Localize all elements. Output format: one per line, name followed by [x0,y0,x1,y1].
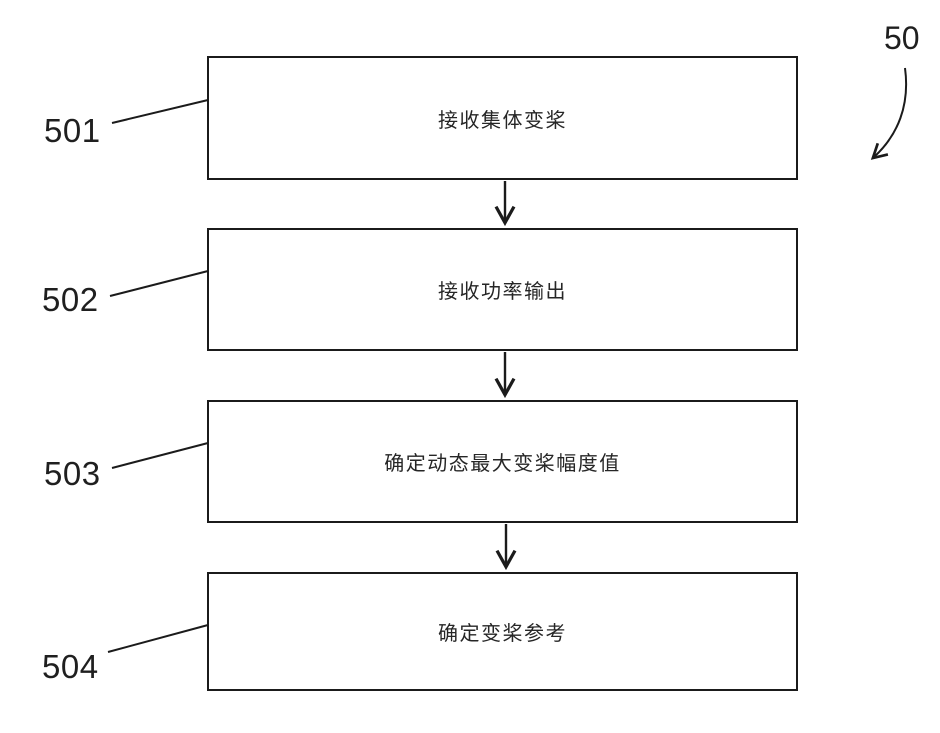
step-box-501: 接收集体变桨 [207,56,798,180]
leader-line-501 [111,99,209,124]
curved-arrow-50 [870,67,908,160]
step-box-502: 接收功率输出 [207,228,798,351]
step-box-label: 接收功率输出 [438,281,567,303]
step-box-label: 确定变桨参考 [438,623,567,645]
leader-line-504 [107,624,209,653]
figure-reference-label: 50 [884,20,920,56]
step-box-label: 确定动态最大变桨幅度值 [384,453,621,475]
step-box-503: 确定动态最大变桨幅度值 [207,400,798,523]
leader-line-502 [109,270,209,297]
step-box-504: 确定变桨参考 [207,572,798,691]
step-number-504: 504 [42,648,99,685]
step-number-502: 502 [42,281,99,318]
step-number-501: 501 [44,112,101,149]
step-box-label: 接收集体变桨 [438,109,567,132]
leader-line-503 [111,442,209,469]
step-number-503: 503 [44,455,101,492]
